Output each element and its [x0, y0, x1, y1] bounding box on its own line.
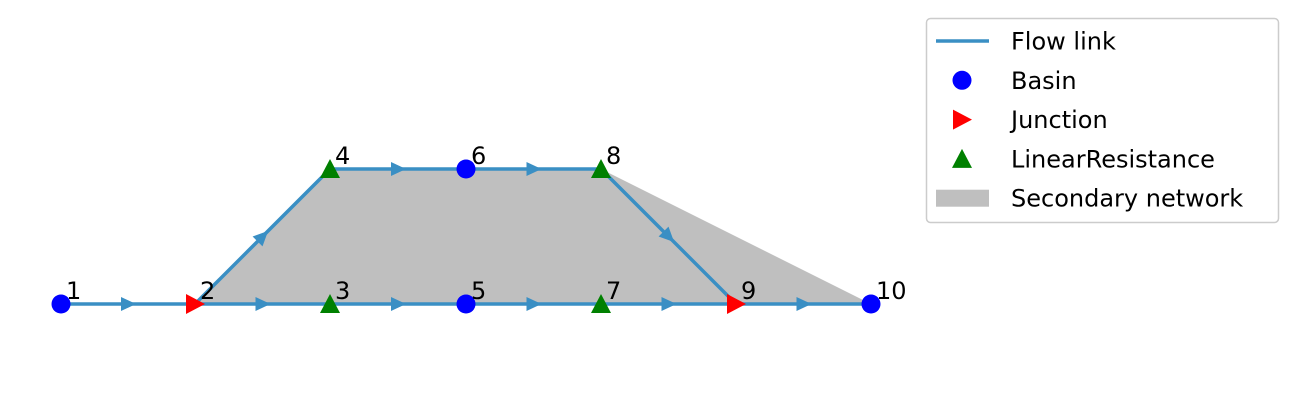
secondary-network-patch: [195, 169, 871, 304]
flow-arrow-3-5: [391, 297, 406, 311]
node-6-label: 6: [471, 142, 486, 170]
flow-arrow-4-6: [391, 162, 406, 176]
flow-arrow-7-9: [661, 297, 677, 311]
legend-label: LinearResistance: [1011, 145, 1215, 173]
node-6-marker: [456, 159, 476, 179]
legend-label: Basin: [1011, 67, 1077, 95]
legend-label: Secondary network: [1011, 185, 1243, 213]
legend-item-secondary-network: Secondary network: [936, 185, 1243, 213]
secondary-network-area: [195, 169, 871, 304]
node-9-label: 9: [741, 277, 756, 305]
legend: Flow linkBasinJunctionLinearResistanceSe…: [925, 17, 1280, 224]
node-8-label: 8: [606, 142, 621, 170]
legend-item-linearresistance: LinearResistance: [952, 145, 1215, 173]
flow-arrow-2-4: [252, 230, 269, 247]
legend-label: Junction: [1009, 106, 1108, 134]
legend-item-junction: Junction: [953, 106, 1108, 134]
flow-arrow-6-8: [526, 162, 542, 176]
node-4-marker: [320, 159, 340, 178]
flow-arrow-1-2: [121, 297, 136, 311]
node-7-marker: [591, 294, 611, 313]
node-2-label: 2: [200, 277, 215, 305]
node-4-label: 4: [335, 142, 350, 170]
node-3-label: 3: [335, 277, 350, 305]
flow-arrow-2-3: [255, 297, 271, 311]
legend-frame: [925, 17, 1280, 224]
node-8-marker: [591, 159, 611, 178]
node-5-label: 5: [471, 277, 486, 305]
legend-item-basin: Basin: [952, 67, 1077, 95]
flow-arrow-8-9: [658, 226, 675, 243]
legend-basin-icon: [952, 70, 972, 90]
legend-patch-icon: [936, 189, 989, 207]
node-7-label: 7: [606, 277, 621, 305]
nodes: [51, 159, 881, 314]
node-10-marker: [861, 294, 881, 314]
node-9-marker: [727, 294, 746, 314]
node-2-marker: [186, 294, 205, 314]
node-1-marker: [51, 294, 71, 314]
node-1-label: 1: [66, 277, 81, 305]
legend-label: Flow link: [1011, 28, 1116, 56]
legend-junction-icon: [953, 109, 972, 130]
node-labels: 1 2 3 4 5 6 7 8 9 10: [66, 142, 907, 305]
flow-arrow-9-10: [796, 297, 812, 311]
legend-linear-resistance-icon: [952, 148, 972, 168]
node-5-marker: [456, 294, 476, 314]
flow-link-arrows: [121, 162, 812, 311]
flow-arrow-5-7: [526, 297, 542, 311]
node-3-marker: [320, 294, 340, 313]
node-10-label: 10: [876, 277, 907, 305]
legend-item-flow-link: Flow link: [936, 28, 1116, 56]
